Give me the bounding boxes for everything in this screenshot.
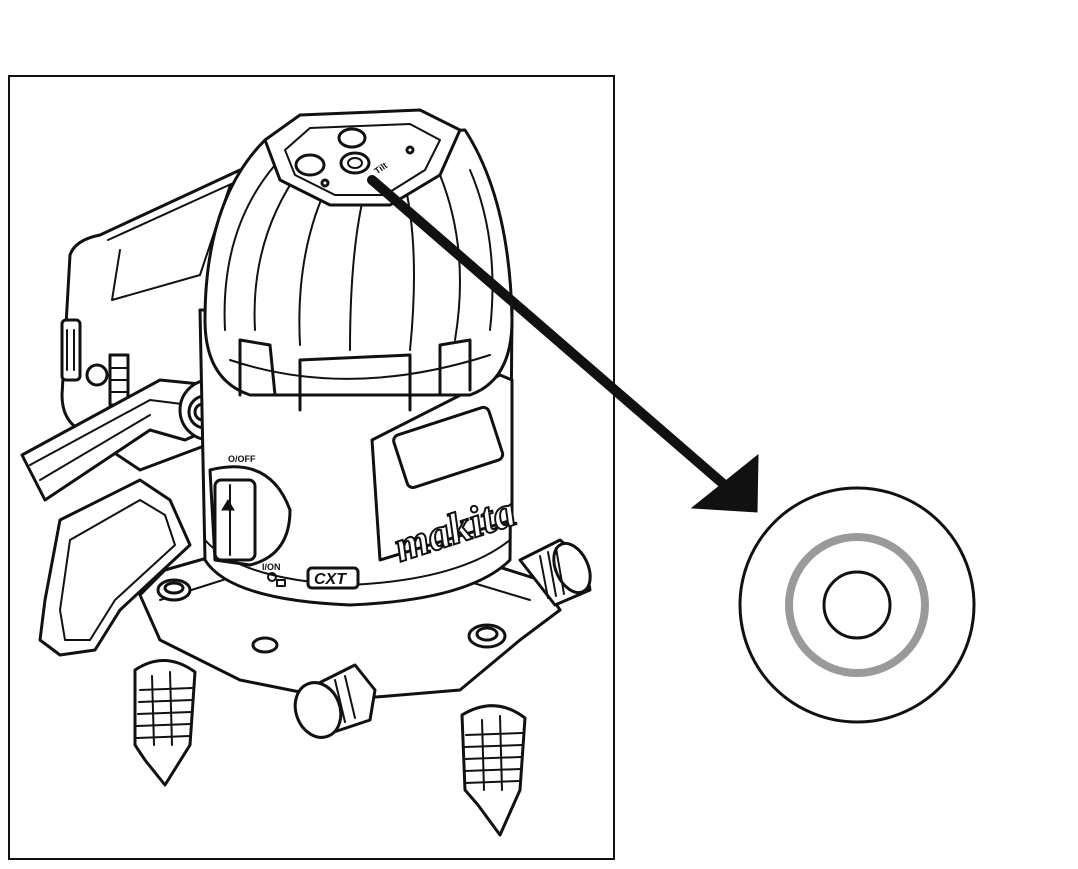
cxt-badge: CXT: [314, 571, 347, 588]
side-bracket: [20, 378, 242, 657]
top-panel: Tilt: [263, 108, 462, 207]
power-switch[interactable]: [213, 478, 257, 562]
magnified-indicator-icon: [738, 486, 976, 724]
indicator-center: [822, 570, 892, 640]
arrow-icon: [367, 175, 759, 513]
switch-label-on: I/ON: [262, 562, 281, 572]
leg-left: [133, 659, 197, 787]
illustration-frame: [8, 75, 615, 860]
top-button-left[interactable]: [294, 153, 326, 177]
switch-label-off: O/OFF: [228, 454, 256, 464]
adjustment-knob-right: [518, 538, 592, 607]
indicator-ring: [785, 533, 929, 677]
top-button-rear[interactable]: [337, 127, 367, 149]
leg-right: [460, 704, 527, 837]
adjustment-knob-front: [293, 663, 377, 739]
laser-level-device: makita CXT O/OFF I/ON: [20, 108, 592, 837]
top-indicator: [339, 151, 371, 175]
